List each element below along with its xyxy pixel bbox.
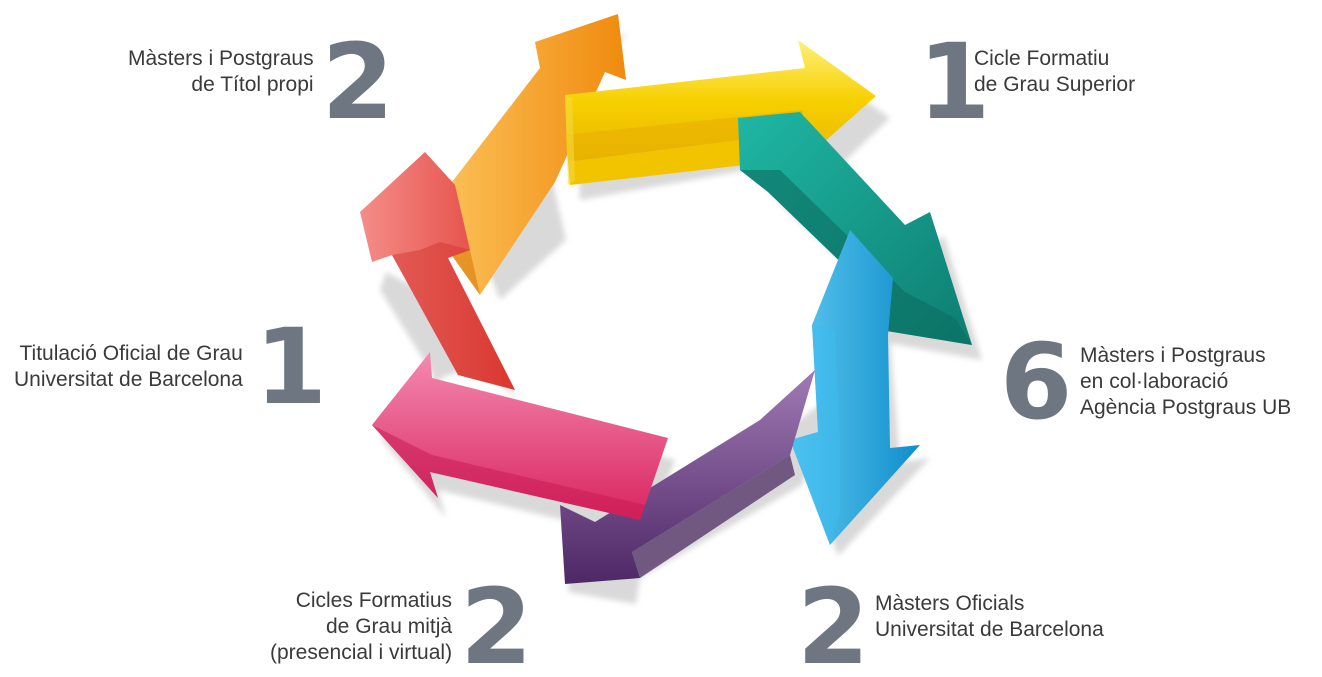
count-number: 2 xyxy=(460,566,532,677)
arrow-red xyxy=(360,152,515,390)
callout-cicles-formatius-grau-mitja: Cicles Formatius de Grau mitjà (presenci… xyxy=(270,575,534,677)
count-number: 1 xyxy=(254,306,327,428)
callout-label: Màsters Oficials Universitat de Barcelon… xyxy=(875,592,1104,641)
callout-label: Cicle Formatiu de Grau Superior xyxy=(974,47,1136,96)
callout-cicle-formatiu-grau-superior: 1 Cicle Formatiu de Grau Superior xyxy=(918,30,1135,134)
callout-masters-postgraus-titol-propi: Màsters i Postgraus de Títol propi 2 xyxy=(128,30,396,134)
callout-label: Màsters i Postgraus en col·laboració Agè… xyxy=(1080,344,1292,419)
callout-label: Cicles Formatius de Grau mitjà (presenci… xyxy=(270,589,453,664)
count-number: 1 xyxy=(918,21,990,143)
callout-label: Màsters i Postgraus de Títol propi xyxy=(128,47,314,96)
callout-masters-postgraus-col-laboracio: 6 Màsters i Postgraus en col·laboració A… xyxy=(1000,330,1291,434)
callout-masters-oficials: 2 Màsters Oficials Universitat de Barcel… xyxy=(797,575,1104,677)
arrow-purple xyxy=(560,370,815,584)
count-number: 2 xyxy=(797,566,869,677)
count-number: 6 xyxy=(1000,321,1072,443)
callout-label: Titulació Oficial de Grau Universitat de… xyxy=(14,342,243,391)
arrow-blue xyxy=(790,230,920,545)
callout-titulacio-oficial-grau: Titulació Oficial de Grau Universitat de… xyxy=(14,306,327,428)
count-number: 2 xyxy=(321,21,394,143)
arrow-pink xyxy=(372,352,668,520)
